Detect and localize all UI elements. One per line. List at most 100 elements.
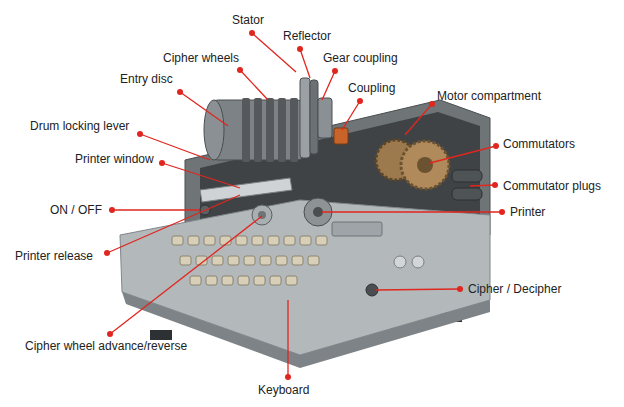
- leader-dot: [137, 131, 143, 137]
- leader-line: [240, 70, 268, 100]
- part-label: Printer: [510, 205, 545, 219]
- leader-line: [470, 185, 495, 186]
- key: [284, 236, 295, 245]
- cipher-wheel: [242, 98, 250, 162]
- leader-dot: [177, 89, 183, 95]
- leader-dot: [237, 67, 243, 73]
- key: [188, 236, 199, 245]
- leader-lines: [107, 33, 502, 377]
- key: [180, 256, 191, 265]
- key: [190, 276, 201, 285]
- foot: [150, 330, 172, 340]
- leader-line: [180, 92, 228, 126]
- key: [300, 236, 311, 245]
- leader-line: [162, 163, 240, 188]
- part-label: Cipher wheel advance/reverse: [25, 339, 187, 353]
- part-label: Keyboard: [258, 383, 309, 397]
- part-label: Gear coupling: [323, 51, 398, 65]
- key: [308, 256, 319, 265]
- leader-line: [322, 71, 335, 100]
- part-label: Cipher wheels: [163, 51, 239, 65]
- entry-disc: [204, 100, 224, 160]
- case-front: [122, 292, 490, 368]
- stator: [300, 78, 310, 158]
- key: [286, 276, 297, 285]
- controls: [200, 178, 424, 296]
- leader-dot: [159, 160, 165, 166]
- key: [254, 276, 265, 285]
- part-label: Reflector: [283, 29, 331, 43]
- key: [270, 276, 281, 285]
- cipher-wheel: [290, 98, 298, 162]
- leader-line: [430, 146, 496, 163]
- part-label: Stator: [232, 13, 264, 27]
- leader-line: [110, 216, 262, 334]
- leader-line: [287, 300, 288, 377]
- button: [394, 256, 406, 268]
- cipher-wheel: [278, 98, 286, 162]
- leader-line: [342, 101, 360, 130]
- printer-window: [200, 178, 292, 202]
- leader-dot: [492, 182, 498, 188]
- key: [260, 256, 271, 265]
- part-label: Commutator plugs: [503, 179, 601, 193]
- leader-line: [405, 104, 432, 135]
- key: [252, 236, 263, 245]
- key: [172, 236, 183, 245]
- part-label: Cipher / Decipher: [468, 282, 561, 296]
- part-label: Coupling: [348, 81, 395, 95]
- part-label: Drum locking lever: [30, 119, 129, 133]
- commutator-plug: [452, 170, 482, 182]
- part-label: Entry disc: [120, 72, 173, 86]
- leader-line: [300, 49, 310, 78]
- key: [228, 256, 239, 265]
- leader-dot: [104, 250, 110, 256]
- commutator-plug: [452, 188, 482, 200]
- leader-dot: [429, 101, 435, 107]
- coupling: [334, 128, 348, 144]
- key: [268, 236, 279, 245]
- button: [412, 256, 424, 268]
- key: [244, 256, 255, 265]
- key: [236, 236, 247, 245]
- leader-line: [107, 195, 240, 253]
- key: [222, 276, 233, 285]
- leader-dot: [109, 207, 115, 213]
- leader-dot: [457, 286, 463, 292]
- leader-dot: [493, 143, 499, 149]
- plate: [332, 222, 382, 236]
- leader-dot: [107, 331, 113, 337]
- key: [276, 256, 287, 265]
- leader-dot: [332, 68, 338, 74]
- gear-hub: [417, 157, 433, 173]
- leader-dot: [357, 98, 363, 104]
- key: [206, 276, 217, 285]
- gear-coupling: [318, 98, 332, 138]
- cipher-wheel: [266, 98, 274, 162]
- key: [204, 236, 215, 245]
- printer-hub: [313, 207, 323, 217]
- part-label: Motor compartment: [437, 89, 541, 103]
- leader-dot: [249, 30, 255, 36]
- key: [238, 276, 249, 285]
- key: [316, 236, 327, 245]
- key: [292, 256, 303, 265]
- part-label: ON / OFF: [50, 203, 102, 217]
- cipher-wheel: [254, 98, 262, 162]
- keys: [172, 236, 327, 285]
- leader-line: [376, 289, 460, 290]
- part-label: Printer release: [15, 249, 93, 263]
- leader-dots: [104, 30, 505, 380]
- part-label: Printer window: [75, 152, 154, 166]
- commutator-gear: [401, 141, 449, 189]
- leader-dot: [499, 209, 505, 215]
- leader-line: [112, 209, 200, 210]
- key: [212, 256, 223, 265]
- leader-line: [322, 211, 502, 212]
- commutators: [376, 140, 482, 200]
- leader-dot: [285, 374, 291, 380]
- part-label: Commutators: [503, 137, 575, 151]
- leader-dot: [297, 46, 303, 52]
